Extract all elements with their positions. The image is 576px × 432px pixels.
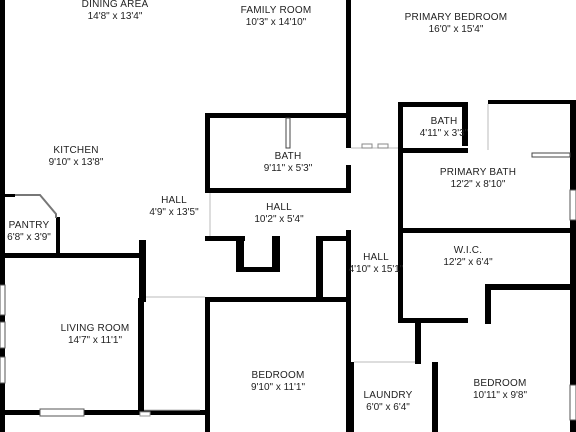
room-label-bedroom-right: BEDROOM 10'11" x 9'8" <box>472 378 528 401</box>
room-label-family-room: FAMILY ROOM 10'3" x 14'10" <box>240 5 312 28</box>
room-label-wic: W.I.C. 12'2" x 6'4" <box>443 245 493 268</box>
windows <box>0 189 576 421</box>
room-label-bath-center: BATH 9'11" x 5'3" <box>263 151 313 174</box>
room-label-laundry: LAUNDRY 6'0" x 6'4" <box>363 390 413 413</box>
room-label-hall-left: HALL 4'9" x 13'5" <box>149 195 199 218</box>
room-label-bedroom-center: BEDROOM 9'10" x 11'1" <box>250 370 306 393</box>
room-label-primary-bath: PRIMARY BATH 12'2" x 8'10" <box>439 167 517 190</box>
doors <box>144 104 489 411</box>
room-label-hall-center: HALL 10'2" x 5'4" <box>254 202 304 225</box>
fixtures <box>15 117 571 417</box>
room-label-living-room: LIVING ROOM 14'7" x 11'1" <box>60 323 130 346</box>
room-label-kitchen: KITCHEN 9'10" x 13'8" <box>48 145 104 168</box>
room-label-pantry: PANTRY 6'8" x 3'9" <box>7 220 51 243</box>
room-label-hall-right: HALL 4'10" x 15'1" <box>348 252 404 275</box>
room-label-dining-area: DINING AREA 14'8" x 13'4" <box>81 0 149 22</box>
room-label-primary-bedroom: PRIMARY BEDROOM 16'0" x 15'4" <box>404 12 508 35</box>
room-label-bath-upper: BATH 4'11" x 3'3" <box>419 116 469 139</box>
